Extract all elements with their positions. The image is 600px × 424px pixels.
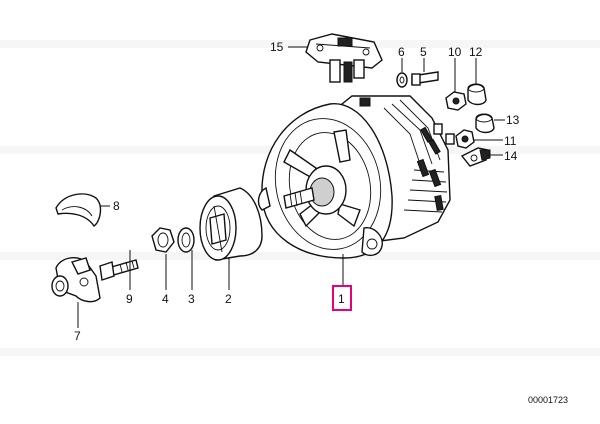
- callout-15[interactable]: 15: [270, 40, 284, 54]
- terminal-part-14[interactable]: [460, 147, 491, 167]
- callout-8[interactable]: 8: [113, 199, 120, 213]
- callout-7[interactable]: 7: [74, 329, 81, 343]
- cover-cap-part-8[interactable]: [55, 193, 102, 227]
- callout-13[interactable]: 13: [506, 113, 520, 127]
- bolt-part-5[interactable]: [411, 71, 439, 86]
- nut-part-11[interactable]: [455, 129, 475, 149]
- callout-9[interactable]: 9: [126, 292, 133, 306]
- alternator[interactable]: [257, 95, 455, 259]
- callout-1-highlight: [332, 285, 352, 311]
- callout-11[interactable]: 11: [504, 134, 517, 148]
- callout-12[interactable]: 12: [469, 45, 483, 59]
- diagram-number: 00001723: [528, 395, 568, 405]
- bracket-part-7[interactable]: [51, 257, 101, 303]
- cap-part-13[interactable]: [475, 113, 495, 134]
- washer-part-6[interactable]: [396, 72, 408, 88]
- bolt-part-9[interactable]: [99, 259, 139, 281]
- pulley-part-2[interactable]: [199, 187, 263, 261]
- callout-10[interactable]: 10: [448, 45, 462, 59]
- callout-labels: 1 2 3 4 5 6 7 8 9 10 11 12 13 14 15: [74, 40, 520, 343]
- spring-washer-part-3[interactable]: [177, 227, 195, 253]
- nut-part-10[interactable]: [445, 91, 467, 111]
- callout-3[interactable]: 3: [188, 292, 195, 306]
- callout-5[interactable]: 5: [420, 45, 427, 59]
- callout-2[interactable]: 2: [225, 292, 232, 306]
- callout-6[interactable]: 6: [398, 45, 405, 59]
- leader-lines: [77, 46, 505, 328]
- callout-14[interactable]: 14: [504, 149, 518, 163]
- nut-part-4[interactable]: [151, 227, 175, 253]
- callout-4[interactable]: 4: [162, 292, 169, 306]
- cap-part-12[interactable]: [467, 83, 487, 106]
- voltage-regulator[interactable]: [305, 33, 383, 83]
- callout-1[interactable]: 1: [338, 292, 345, 306]
